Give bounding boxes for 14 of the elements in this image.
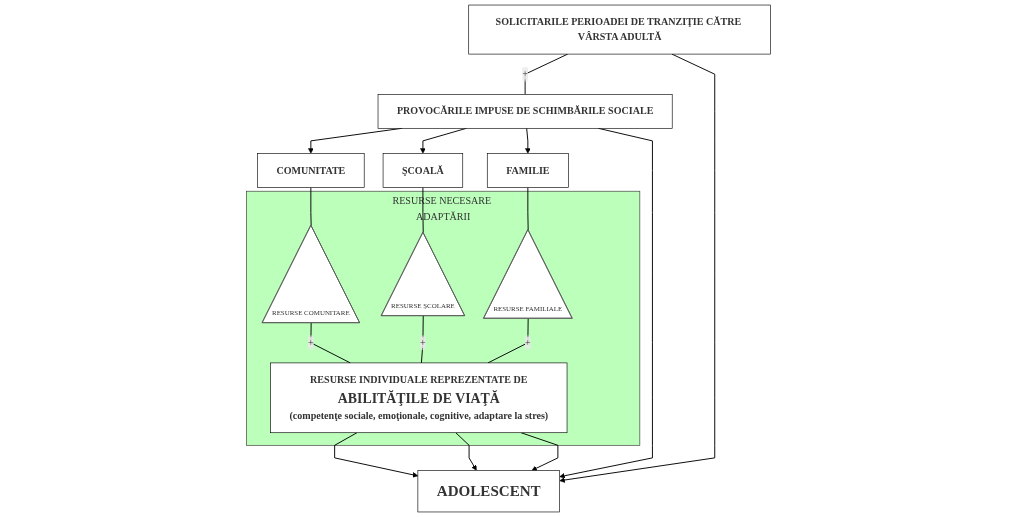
edge-label: +	[308, 337, 314, 348]
node-box: RESURSE INDIVIDUALE REPREZENTATE DE ABILITĂŢILE DE VIAŢĂ (competenţe sociale, emoţionale, cognitive, adaptare la stres)	[270, 362, 568, 434]
node-box: ADOLESCENT	[417, 470, 560, 513]
node-box: ŞCOALĂ	[382, 153, 464, 188]
node-box: FAMILIE	[486, 153, 569, 188]
edge-label: +	[525, 337, 531, 348]
edge-label: +	[420, 337, 426, 348]
edge-label: +	[522, 68, 528, 80]
connector	[310, 186, 312, 226]
node-box: COMUNITATE	[257, 153, 365, 188]
connector	[527, 186, 529, 231]
node-box: PROVOCĂRILE IMPUSE DE SCHIMBĂRILE SOCIALE	[377, 94, 673, 129]
connector	[422, 186, 424, 233]
node-box: SOLICITARILE PERIOADEI DE TRANZIŢIE CĂTRE VÂRSTA ADULTĂ	[468, 4, 771, 55]
